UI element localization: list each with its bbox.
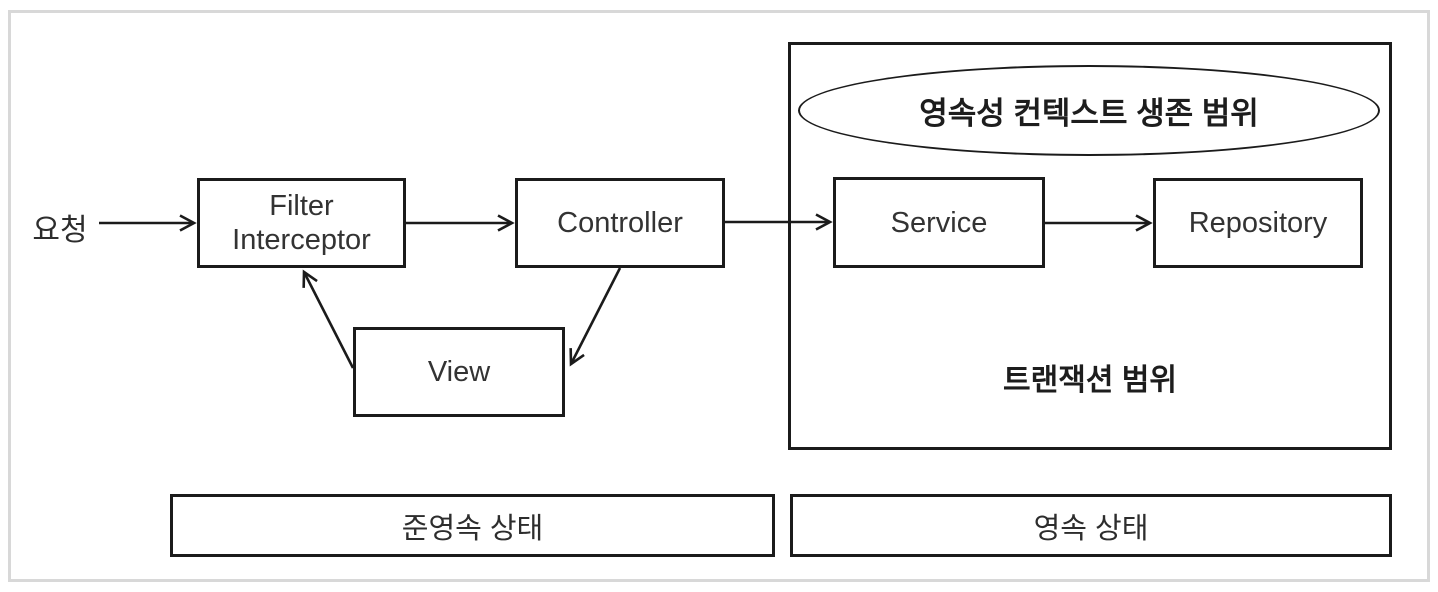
controller-label: Controller <box>557 207 683 239</box>
node-service: Service <box>833 177 1045 268</box>
transaction-scope-label: 트랜잭션 범위 <box>1003 364 1177 397</box>
node-repository: Repository <box>1153 178 1363 268</box>
outer-frame <box>8 10 1430 582</box>
persistent-state-box: 영속 상태 <box>790 494 1392 557</box>
persistent-state-label: 영속 상태 <box>1033 512 1149 545</box>
node-controller: Controller <box>515 178 725 268</box>
detached-state-label: 준영속 상태 <box>401 512 544 545</box>
repository-label: Repository <box>1188 207 1328 239</box>
service-label: Service <box>890 206 988 239</box>
request-label: 요청 <box>32 214 88 247</box>
filter-label-line2: Interceptor <box>232 224 371 256</box>
persistence-context-ellipse: 영속성 컨텍스트 생존 범위 <box>798 65 1380 156</box>
filter-label-line1: Filter <box>269 190 334 222</box>
persistence-context-label: 영속성 컨텍스트 생존 범위 <box>919 96 1259 131</box>
detached-state-box: 준영속 상태 <box>170 494 775 557</box>
view-label: View <box>427 356 491 388</box>
node-filter-interceptor: Filter Interceptor <box>197 178 406 268</box>
node-view: View <box>353 327 565 417</box>
